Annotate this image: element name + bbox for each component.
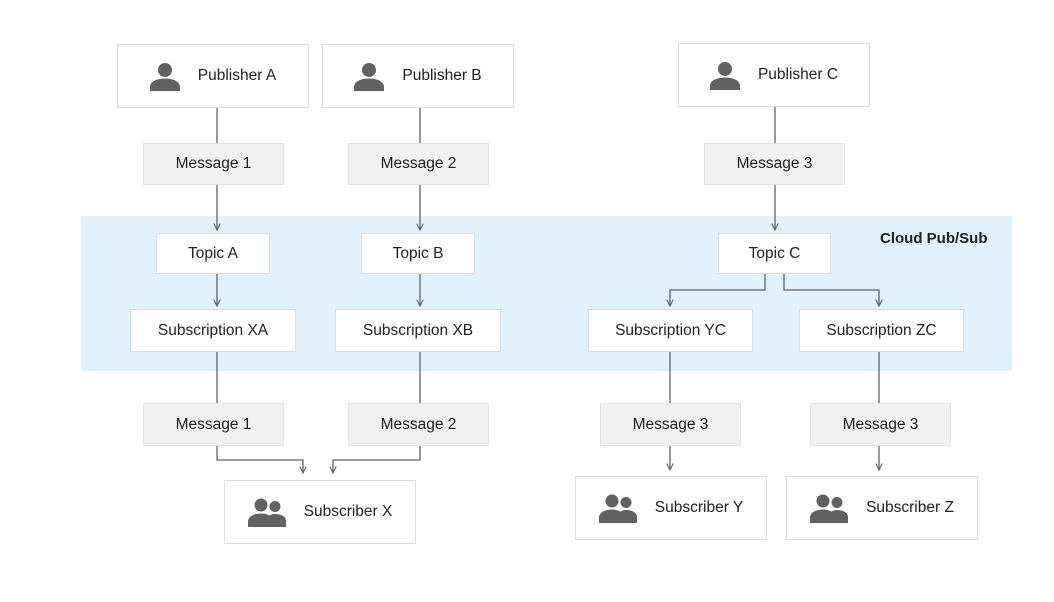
- subscriber-label: Subscriber Y: [654, 499, 744, 516]
- topic-a-node: Topic A: [156, 233, 270, 274]
- subscription-xa-node: Subscription XA: [130, 309, 296, 352]
- group-icon: [810, 493, 849, 523]
- message-label: Message 2: [380, 155, 457, 172]
- message-1-delivered: Message 1: [143, 403, 284, 446]
- publisher-label: Publisher B: [402, 67, 482, 84]
- message-3-delivered-z: Message 3: [810, 403, 951, 446]
- subscription-label: Subscription XB: [362, 321, 474, 339]
- person-icon: [149, 61, 180, 91]
- topic-b-node: Topic B: [361, 233, 475, 274]
- message-3-delivered-y: Message 3: [600, 403, 741, 446]
- arrow: [216, 446, 303, 473]
- subscription-yc-node: Subscription YC: [588, 309, 753, 352]
- subscription-label: Subscription YC: [615, 321, 726, 339]
- message-label: Message 3: [632, 415, 709, 433]
- message-label: Message 1: [175, 415, 252, 433]
- subscriber-y-node: Subscriber Y: [575, 476, 767, 540]
- subscription-label: Subscription ZC: [826, 321, 937, 339]
- arrow: [783, 274, 879, 306]
- publisher-c-node: Publisher C: [678, 43, 870, 107]
- message-label: Message 2: [380, 415, 457, 433]
- message-3-published: Message 3: [704, 143, 845, 185]
- person-icon: [709, 60, 740, 90]
- arrow: [670, 274, 766, 306]
- message-2-delivered: Message 2: [348, 403, 489, 446]
- person-icon: [354, 61, 385, 91]
- message-1-published: Message 1: [143, 143, 284, 185]
- subscriber-x-node: Subscriber X: [224, 480, 416, 544]
- topic-label: Topic B: [392, 244, 444, 262]
- subscription-zc-node: Subscription ZC: [799, 309, 964, 352]
- publisher-label: Publisher A: [197, 67, 277, 84]
- subscriber-label: Subscriber Z: [866, 499, 954, 516]
- subscriber-label: Subscriber X: [303, 503, 393, 520]
- message-label: Message 3: [736, 155, 813, 172]
- topic-label: Topic A: [188, 244, 238, 262]
- message-2-published: Message 2: [348, 143, 489, 185]
- region-label: Cloud Pub/Sub: [880, 230, 988, 247]
- message-label: Message 1: [175, 155, 252, 172]
- message-label: Message 3: [842, 415, 919, 433]
- topic-label: Topic C: [748, 244, 801, 262]
- publisher-label: Publisher C: [757, 66, 839, 83]
- arrow: [333, 446, 421, 473]
- group-icon: [247, 497, 286, 527]
- publisher-b-node: Publisher B: [322, 44, 514, 108]
- subscriber-z-node: Subscriber Z: [786, 476, 978, 540]
- publisher-a-node: Publisher A: [117, 44, 309, 108]
- subscription-xb-node: Subscription XB: [335, 309, 501, 352]
- subscription-label: Subscription XA: [157, 321, 269, 339]
- topic-c-node: Topic C: [718, 233, 831, 274]
- group-icon: [598, 493, 637, 523]
